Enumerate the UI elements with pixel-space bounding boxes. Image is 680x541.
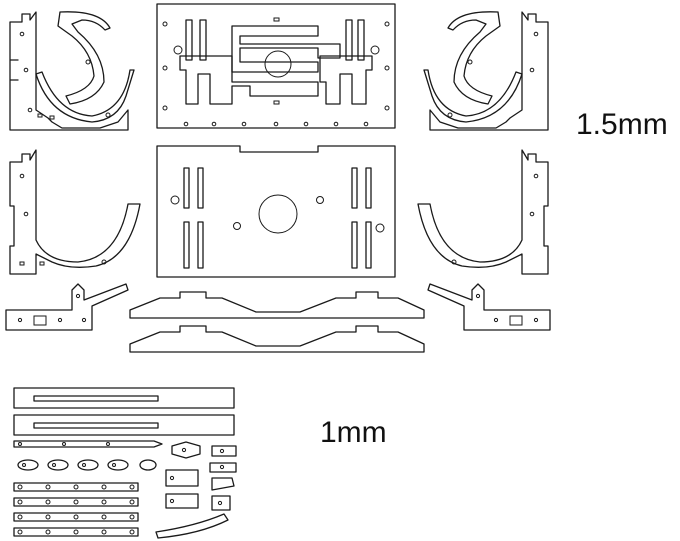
leg-bracket-left (5, 283, 129, 331)
rail-upper (129, 291, 425, 319)
thickness-label-1-5mm: 1.5mm (576, 108, 668, 141)
leg-bracket-right (427, 283, 551, 331)
long-strip-1 (13, 387, 235, 409)
rail-lower (129, 325, 425, 353)
base-plate-top (156, 3, 396, 129)
sheet-1mm (13, 387, 237, 539)
long-strip-2 (13, 414, 235, 436)
base-plate-middle (156, 145, 396, 278)
small-brackets (155, 441, 237, 539)
side-frame-mid-left (9, 149, 141, 275)
thickness-label-1mm: 1mm (320, 416, 387, 449)
small-link-row (17, 459, 157, 471)
hole-strips (13, 482, 139, 537)
sheet-1-5mm (5, 3, 551, 353)
side-frame-mid-right (417, 149, 549, 275)
side-frame-top-right (423, 11, 549, 131)
side-frame-top-left (9, 11, 135, 131)
thin-link-bar (13, 440, 163, 448)
